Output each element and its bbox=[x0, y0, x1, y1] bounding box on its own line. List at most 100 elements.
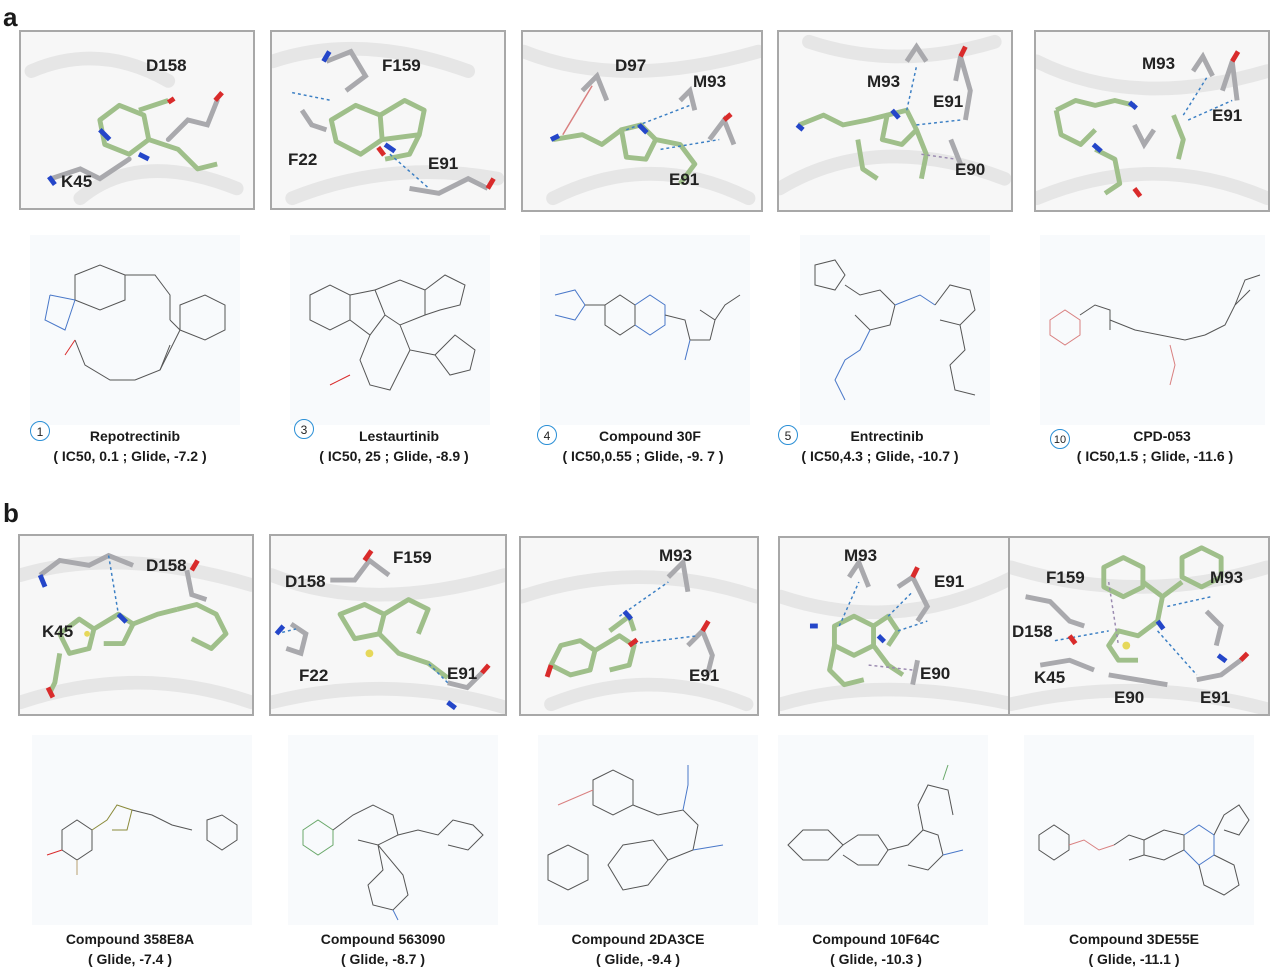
structure-2d-a4 bbox=[540, 235, 750, 425]
residue-label: D158 bbox=[146, 556, 187, 575]
compound-caption: Compound 2DA3CE ( Glide, -9.4 ) bbox=[538, 929, 738, 969]
compound-caption: Compound 563090 ( Glide, -8.7 ) bbox=[283, 929, 483, 969]
docking-pose-graphic bbox=[779, 34, 1011, 196]
docking-pose-graphic bbox=[1010, 545, 1268, 714]
panel-a-label: a bbox=[3, 2, 18, 32]
docking-pose-graphic bbox=[272, 41, 504, 206]
residue-label: E91 bbox=[933, 92, 964, 111]
docking-pose-graphic bbox=[523, 44, 761, 206]
compound-name: CPD-053 bbox=[1133, 428, 1191, 444]
compound-caption: Compound 10F64C ( Glide, -10.3 ) bbox=[776, 929, 976, 969]
residue-label: E91 bbox=[669, 170, 700, 189]
compound-values: ( Glide, -7.4 ) bbox=[87, 951, 172, 967]
compound-number-badge: 1 bbox=[30, 421, 50, 442]
compound-values: ( IC50, 0.1 ; Glide, -7.2 ) bbox=[53, 448, 207, 464]
residue-label: K45 bbox=[61, 172, 93, 191]
compound-values: ( IC50,1.5 ; Glide, -11.6 ) bbox=[1076, 448, 1234, 464]
docking-image-b3: M93 E91 bbox=[519, 536, 759, 716]
residue-label: E91 bbox=[428, 154, 459, 173]
docking-image-b1: D158 K45 bbox=[18, 534, 254, 716]
docking-pose-graphic bbox=[1036, 50, 1268, 206]
residue-label: D97 bbox=[615, 56, 647, 75]
compound-values: ( IC50,0.55 ; Glide, -9. 7 ) bbox=[562, 448, 724, 464]
docking-image-b4: M93 E91 E90 bbox=[778, 536, 1016, 716]
structure-2d-b2 bbox=[288, 735, 498, 925]
structure-2d-a5 bbox=[800, 235, 990, 425]
docking-pose-graphic bbox=[20, 552, 252, 710]
compound-number-badge: 5 bbox=[778, 425, 798, 446]
docking-image-b2: F159 D158 F22 E91 bbox=[269, 534, 507, 716]
chemical-structure bbox=[44, 264, 226, 381]
compound-name: Compound 10F64C bbox=[812, 931, 940, 947]
residue-label: E90 bbox=[955, 160, 986, 179]
compound-values: ( IC50, 25 ; Glide, -8.9 ) bbox=[319, 448, 469, 464]
structure-2d-b3 bbox=[538, 735, 758, 925]
compound-caption: 3 Lestaurtinib ( IC50, 25 ; Glide, -8.9 … bbox=[294, 419, 494, 466]
compound-caption: 10 CPD-053 ( IC50,1.5 ; Glide, -11.6 ) bbox=[1050, 426, 1260, 466]
structure-2d-b5 bbox=[1024, 735, 1254, 925]
compound-name: Lestaurtinib bbox=[358, 428, 440, 444]
residue-label: E91 bbox=[447, 664, 478, 683]
compound-caption: 4 Compound 30F ( IC50,0.55 ; Glide, -9. … bbox=[537, 425, 749, 466]
compound-number-badge: 4 bbox=[537, 425, 557, 446]
residue-label: F22 bbox=[299, 666, 329, 685]
compound-caption: 5 Entrectinib ( IC50,4.3 ; Glide, -10.7 … bbox=[778, 425, 982, 466]
residue-label: E91 bbox=[689, 666, 720, 685]
residue-label: M93 bbox=[659, 546, 693, 565]
structure-2d-b1 bbox=[32, 735, 252, 925]
residue-label: F159 bbox=[393, 548, 432, 567]
compound-name: Entrectinib bbox=[850, 428, 924, 444]
structure-2d-a3 bbox=[290, 235, 490, 425]
panel-b-label: b bbox=[3, 498, 19, 528]
residue-label: K45 bbox=[1034, 668, 1066, 687]
docking-image-b5: F159 M93 D158 K45 E90 E91 bbox=[1008, 536, 1270, 716]
chemical-structure bbox=[46, 804, 238, 875]
residue-label: F159 bbox=[1046, 568, 1085, 587]
residue-label: E90 bbox=[920, 664, 951, 683]
docking-pose-graphic bbox=[780, 557, 1014, 712]
compound-caption: Compound 3DE55E ( Glide, -11.1 ) bbox=[1034, 929, 1234, 969]
compound-number-badge: 3 bbox=[294, 419, 314, 440]
residue-label: E91 bbox=[934, 572, 965, 591]
chemical-structure bbox=[814, 259, 976, 401]
chemical-structure bbox=[547, 765, 724, 891]
residue-label: D158 bbox=[146, 56, 187, 75]
compound-values: ( Glide, -9.4 ) bbox=[595, 951, 680, 967]
compound-caption: Compound 358E8A ( Glide, -7.4 ) bbox=[30, 929, 230, 969]
structure-2d-a10 bbox=[1040, 235, 1265, 425]
docking-image-a1: D158 K45 bbox=[19, 30, 255, 210]
docking-pose-graphic bbox=[271, 549, 505, 714]
docking-image-a5: M93 E91 E90 bbox=[777, 30, 1013, 212]
chemical-structure bbox=[1049, 274, 1261, 386]
residue-label: F159 bbox=[382, 56, 421, 75]
residue-label: E91 bbox=[1200, 688, 1231, 707]
structure-2d-a1 bbox=[30, 235, 240, 425]
residue-label: M93 bbox=[1142, 54, 1176, 73]
residue-label: M93 bbox=[844, 546, 878, 565]
chemical-structure bbox=[554, 289, 741, 361]
docking-image-a3: F159 F22 E91 bbox=[270, 30, 506, 210]
docking-pose-graphic bbox=[521, 557, 757, 712]
residue-label: F22 bbox=[288, 150, 318, 169]
chemical-structure bbox=[309, 274, 476, 391]
compound-values: ( Glide, -8.7 ) bbox=[340, 951, 425, 967]
residue-label: M93 bbox=[1210, 568, 1244, 587]
compound-name: Repotrectinib bbox=[89, 428, 181, 444]
compound-values: ( IC50,4.3 ; Glide, -10.7 ) bbox=[801, 448, 959, 464]
docking-image-a4: D97 M93 E91 bbox=[521, 30, 763, 212]
docking-pose-graphic bbox=[24, 51, 244, 206]
residue-label: M93 bbox=[693, 72, 727, 91]
compound-values: ( Glide, -10.3 ) bbox=[830, 951, 922, 967]
compound-name: Compound 358E8A bbox=[65, 931, 195, 947]
compound-name: Compound 3DE55E bbox=[1069, 931, 1199, 947]
compound-values: ( Glide, -11.1 ) bbox=[1088, 951, 1180, 967]
chemical-structure bbox=[1038, 804, 1250, 896]
residue-label: M93 bbox=[867, 72, 901, 91]
chemical-structure bbox=[787, 764, 964, 871]
compound-name: Compound 2DA3CE bbox=[571, 931, 705, 947]
residue-label: E90 bbox=[1114, 688, 1145, 707]
compound-number-badge: 10 bbox=[1050, 429, 1070, 450]
residue-label: D158 bbox=[285, 572, 326, 591]
chemical-structure bbox=[302, 804, 484, 921]
structure-2d-b4 bbox=[778, 735, 988, 925]
